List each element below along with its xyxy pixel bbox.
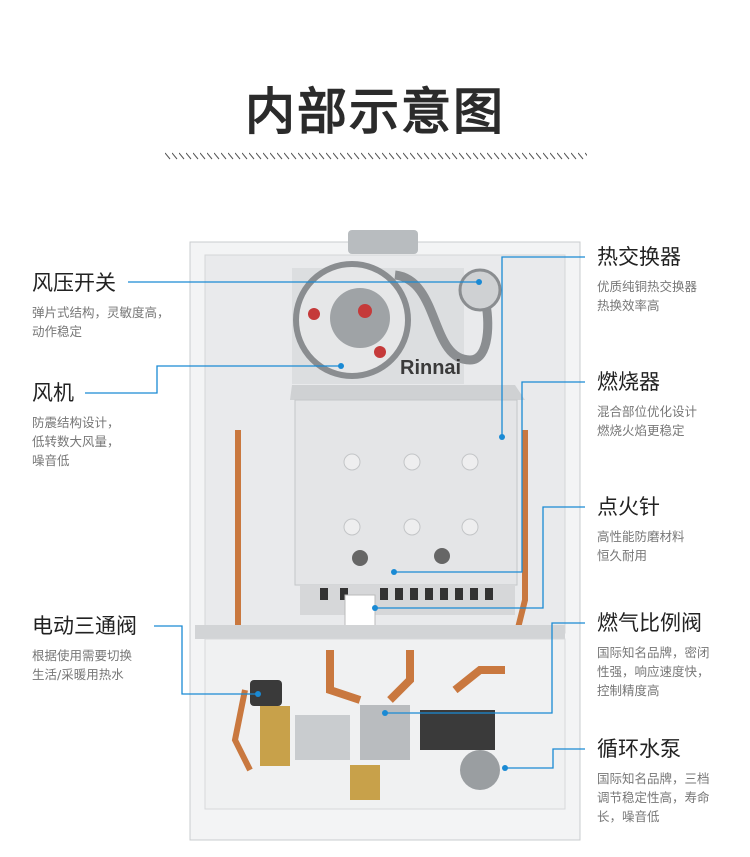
label-circulation-pump: 循环水泵 国际知名品牌，三档调节稳定性高，寿命长，噪音低: [597, 736, 710, 826]
label-fan: 风机 防震结构设计， 低转数大风量， 噪音低: [32, 380, 120, 470]
marker-dot: [382, 710, 388, 716]
desc-line: 混合部位优化设计: [597, 404, 698, 419]
marker-dot: [372, 605, 378, 611]
marker-dot: [391, 569, 397, 575]
label-desc: 混合部位优化设计燃烧火焰更稳定: [597, 402, 697, 440]
desc-line: 控制精度高: [597, 683, 660, 698]
desc-line: 动作稳定: [32, 324, 83, 339]
label-heading: 点火针: [597, 495, 660, 519]
label-heading: 循环水泵: [597, 737, 681, 761]
desc-line: 长，噪音低: [597, 809, 660, 824]
desc-line: 调节稳定性高，寿命: [597, 790, 710, 805]
label-heat-exchanger: 热交换器 优质纯铜热交换器热换效率高: [597, 244, 697, 315]
label-heading: 风机: [32, 381, 74, 405]
leader-line-three-way-valve: [154, 625, 258, 695]
label-desc: 国际知名品牌，三档调节稳定性高，寿命长，噪音低: [597, 769, 710, 826]
desc-line: 国际知名品牌，密闭: [597, 645, 710, 660]
leader-line-fan: [85, 365, 341, 394]
desc-line: 高性能防磨材料: [597, 529, 685, 544]
label-heading: 燃气比例阀: [597, 611, 702, 635]
label-desc: 高性能防磨材料恒久耐用: [597, 527, 685, 565]
marker-dot: [476, 279, 482, 285]
desc-line: 生活/采暖用热水: [32, 667, 124, 682]
leader-line-heat-exchanger: [501, 256, 585, 437]
leader-line-gas-valve: [385, 622, 585, 714]
brand-logo: Rinnai: [400, 357, 461, 379]
label-three-way-valve: 电动三通阀 根据使用需要切换生活/采暖用热水: [32, 613, 137, 684]
label-desc: 国际知名品牌，密闭性强，响应速度快， 控制精度高: [597, 643, 710, 700]
page-title: 内部示意图: [245, 83, 505, 141]
desc-line: 燃烧火焰更稳定: [597, 423, 685, 438]
label-burner: 燃烧器 混合部位优化设计燃烧火焰更稳定: [597, 369, 697, 440]
leader-line-burner: [394, 381, 585, 573]
title-divider: [165, 152, 587, 160]
label-desc: 防震结构设计， 低转数大风量， 噪音低: [32, 413, 120, 470]
desc-line: 恒久耐用: [597, 548, 648, 563]
desc-line: 国际知名品牌，三档: [597, 771, 710, 786]
label-heading: 热交换器: [597, 245, 681, 269]
marker-dot: [499, 434, 505, 440]
desc-line: 根据使用需要切换: [32, 648, 133, 663]
label-ignition-needle: 点火针 高性能防磨材料恒久耐用: [597, 494, 685, 565]
label-heading: 风压开关: [32, 271, 116, 295]
marker-dot: [502, 765, 508, 771]
leader-line-pump: [505, 748, 585, 769]
label-heading: 燃烧器: [597, 370, 660, 394]
desc-line: 性强，响应速度快，: [597, 664, 710, 679]
marker-dot: [338, 363, 344, 369]
label-desc: 优质纯铜热交换器热换效率高: [597, 277, 697, 315]
desc-line: 防震结构设计，: [32, 415, 120, 430]
desc-line: 优质纯铜热交换器: [597, 279, 698, 294]
leader-line-ignition-needle: [375, 506, 585, 609]
label-heading: 电动三通阀: [32, 614, 137, 638]
desc-line: 热换效率高: [597, 298, 660, 313]
desc-line: 弹片式结构，灵敏度高，: [32, 305, 170, 320]
label-desc: 根据使用需要切换生活/采暖用热水: [32, 646, 137, 684]
label-wind-pressure-switch: 风压开关 弹片式结构，灵敏度高， 动作稳定: [32, 270, 170, 341]
marker-dot: [255, 691, 261, 697]
desc-line: 噪音低: [32, 453, 70, 468]
desc-line: 低转数大风量，: [32, 434, 120, 449]
label-desc: 弹片式结构，灵敏度高， 动作稳定: [32, 303, 170, 341]
label-gas-proportional-valve: 燃气比例阀 国际知名品牌，密闭性强，响应速度快， 控制精度高: [597, 610, 710, 700]
